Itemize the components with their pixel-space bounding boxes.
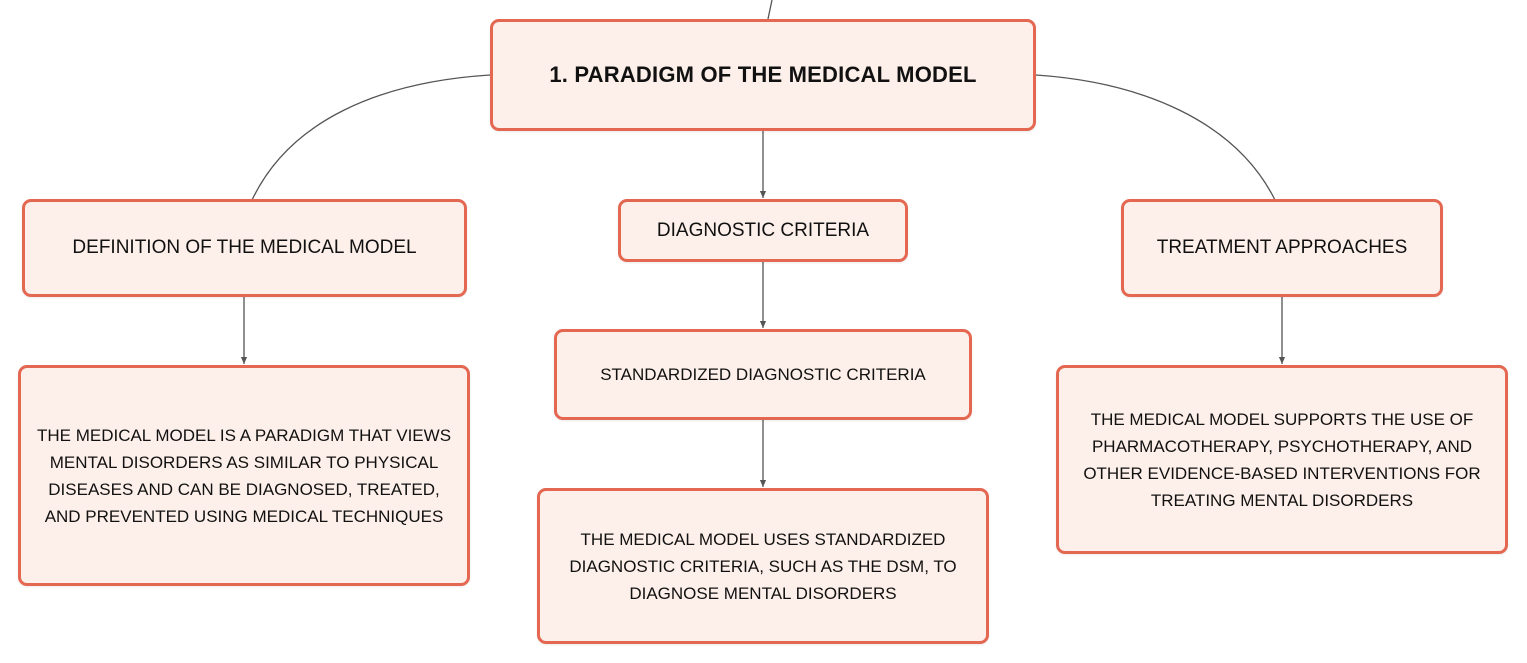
connector-parent-to-root bbox=[767, 0, 773, 20]
connector-root-to-treatment bbox=[1035, 74, 1276, 201]
standardized-criteria-node[interactable]: STANDARDIZED DIAGNOSTIC CRITERIA bbox=[554, 329, 972, 420]
diagnostic-detail-node[interactable]: THE MEDICAL MODEL USES STANDARDIZED DIAG… bbox=[537, 488, 989, 644]
treatment-detail-text: THE MEDICAL MODEL SUPPORTS THE USE OF PH… bbox=[1083, 409, 1481, 510]
definition-node-label: DEFINITION OF THE MEDICAL MODEL bbox=[72, 237, 417, 258]
definition-detail-text: THE MEDICAL MODEL IS A PARADIGM THAT VIE… bbox=[36, 425, 452, 526]
connector-root-to-definition bbox=[251, 74, 491, 201]
definition-detail-node[interactable]: THE MEDICAL MODEL IS A PARADIGM THAT VIE… bbox=[18, 365, 470, 586]
definition-node[interactable]: DEFINITION OF THE MEDICAL MODEL bbox=[22, 199, 467, 297]
root-node-label: 1. PARADIGM OF THE MEDICAL MODEL bbox=[549, 62, 977, 87]
treatment-detail-node[interactable]: THE MEDICAL MODEL SUPPORTS THE USE OF PH… bbox=[1056, 365, 1508, 554]
diagnostic-criteria-node[interactable]: DIAGNOSTIC CRITERIA bbox=[618, 199, 908, 262]
treatment-approaches-node[interactable]: TREATMENT APPROACHES bbox=[1121, 199, 1443, 297]
root-node[interactable]: 1. PARADIGM OF THE MEDICAL MODEL bbox=[490, 19, 1036, 131]
treatment-approaches-node-label: TREATMENT APPROACHES bbox=[1156, 237, 1408, 258]
diagnostic-criteria-node-label: DIAGNOSTIC CRITERIA bbox=[656, 219, 870, 241]
standardized-criteria-node-label: STANDARDIZED DIAGNOSTIC CRITERIA bbox=[600, 364, 926, 384]
diagnostic-detail-text: THE MEDICAL MODEL USES STANDARDIZED DIAG… bbox=[569, 529, 957, 603]
